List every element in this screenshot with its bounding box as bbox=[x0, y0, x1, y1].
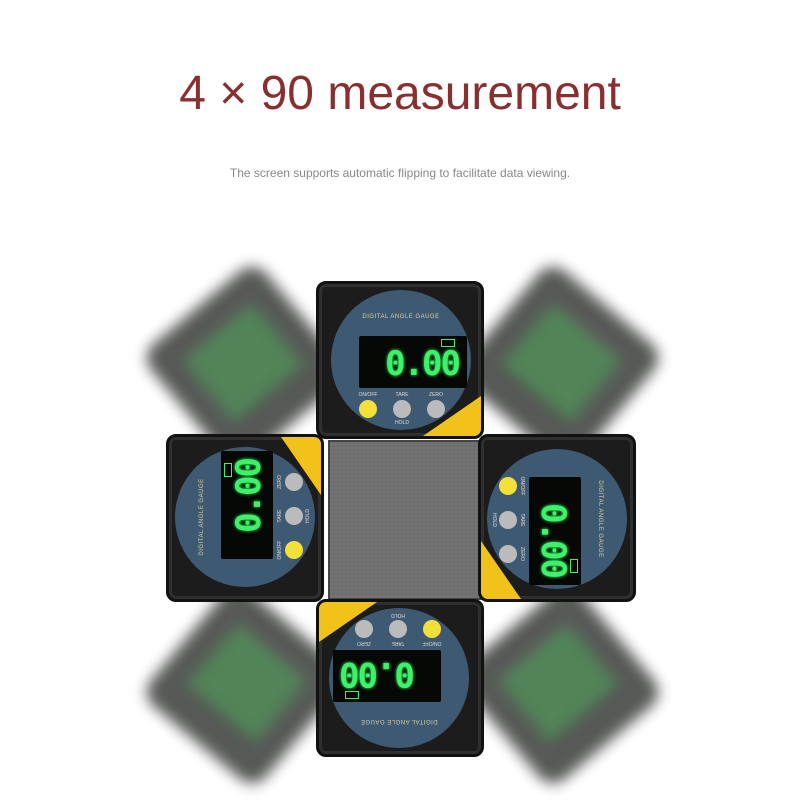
onoff-label: ON/OFF bbox=[422, 640, 442, 646]
hold-label: HOLD bbox=[491, 513, 497, 527]
lcd-display: 0.00 bbox=[333, 650, 441, 702]
angle-gauge-left: DIGITAL ANGLE GAUGE 0.00 ON/OFF TARE HOL… bbox=[166, 434, 324, 602]
angle-gauge-top: DIGITAL ANGLE GAUGE 0.00 ON/OFF TARE HOL… bbox=[316, 281, 484, 439]
device-name: DIGITAL ANGLE GAUGE bbox=[597, 480, 603, 558]
angle-gauge-bottom: DIGITAL ANGLE GAUGE 0.00 ON/OFF TARE HOL… bbox=[316, 599, 484, 757]
lcd-display: 0.00 bbox=[529, 477, 581, 585]
tare-hold-button[interactable] bbox=[499, 511, 517, 529]
lcd-display: 0.00 bbox=[221, 451, 273, 559]
onoff-button[interactable] bbox=[359, 400, 377, 418]
device-name: DIGITAL ANGLE GAUGE bbox=[199, 478, 205, 556]
zero-label: ZERO bbox=[277, 475, 283, 489]
page-title: 4 × 90 measurement bbox=[179, 67, 621, 120]
hold-label: HOLD bbox=[395, 420, 409, 426]
onoff-label: ON/OFF bbox=[277, 540, 283, 560]
ghost-display-stripes bbox=[499, 625, 621, 745]
zero-label: ZERO bbox=[519, 547, 525, 561]
tare-hold-button[interactable] bbox=[285, 507, 303, 525]
tare-hold-button[interactable] bbox=[393, 400, 411, 418]
battery-icon bbox=[441, 339, 455, 347]
onoff-label: ON/OFF bbox=[358, 392, 378, 398]
magnetic-base bbox=[328, 440, 482, 600]
hold-label: HOLD bbox=[391, 612, 405, 618]
angle-reading: 0.00 bbox=[385, 344, 461, 384]
zero-button[interactable] bbox=[427, 400, 445, 418]
ghost-display-stripes bbox=[499, 305, 621, 425]
gauge-face: DIGITAL ANGLE GAUGE 0.00 ON/OFF TARE HOL… bbox=[175, 447, 315, 587]
tare-hold-button[interactable] bbox=[389, 620, 407, 638]
angle-reading: 0.00 bbox=[341, 654, 415, 694]
hold-label: HOLD bbox=[305, 509, 311, 523]
zero-button[interactable] bbox=[499, 545, 517, 563]
ghost-display-stripes bbox=[184, 625, 306, 745]
tare-label: TARE bbox=[277, 509, 283, 523]
lcd-display: 0.00 bbox=[359, 336, 467, 388]
onoff-label: ON/OFF bbox=[519, 476, 525, 496]
gauge-face: DIGITAL ANGLE GAUGE 0.00 ON/OFF TARE HOL… bbox=[487, 449, 627, 589]
onoff-button[interactable] bbox=[285, 541, 303, 559]
tare-label: TARE bbox=[395, 392, 409, 398]
onoff-button[interactable] bbox=[499, 477, 517, 495]
device-name: DIGITAL ANGLE GAUGE bbox=[360, 718, 438, 724]
angle-gauge-right: DIGITAL ANGLE GAUGE 0.00 ON/OFF TARE HOL… bbox=[478, 434, 636, 602]
zero-button[interactable] bbox=[285, 473, 303, 491]
device-name: DIGITAL ANGLE GAUGE bbox=[362, 314, 440, 320]
angle-reading: 0.00 bbox=[533, 503, 573, 577]
zero-label: ZERO bbox=[429, 392, 443, 398]
ghost-display-stripes bbox=[184, 305, 306, 425]
tare-label: TARE bbox=[391, 640, 405, 646]
angle-reading: 0.00 bbox=[229, 459, 269, 533]
zero-label: ZERO bbox=[357, 640, 371, 646]
gauge-face: DIGITAL ANGLE GAUGE 0.00 ON/OFF TARE HOL… bbox=[329, 608, 469, 748]
onoff-button[interactable] bbox=[423, 620, 441, 638]
motion-ghost-bottom-right bbox=[454, 579, 666, 791]
gauge-face: DIGITAL ANGLE GAUGE 0.00 ON/OFF TARE HOL… bbox=[331, 290, 471, 430]
tare-label: TARE bbox=[519, 513, 525, 527]
zero-button[interactable] bbox=[355, 620, 373, 638]
page-subtitle: The screen supports automatic flipping t… bbox=[229, 166, 571, 180]
